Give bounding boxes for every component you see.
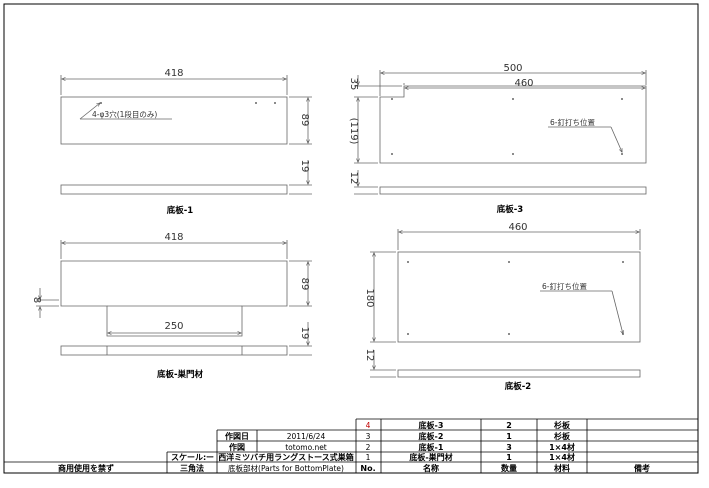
view-entrance-plate: [36, 240, 312, 356]
hole-mark: [508, 261, 510, 263]
projection-method: 三角法: [180, 463, 204, 473]
part-material: 1×4材: [549, 452, 575, 462]
hole-mark: [508, 333, 510, 335]
dim-entrance-width: 418: [164, 232, 183, 243]
part-qty: 1: [506, 432, 512, 441]
author-label: 作図: [229, 442, 245, 452]
dim-plate-2-width: 460: [508, 222, 527, 233]
part-material: 杉板: [554, 420, 571, 430]
dim-entrance-height: 89: [299, 278, 310, 291]
dim-plate-1-width: 418: [164, 68, 183, 79]
plate-1-holes: [100, 102, 276, 104]
hole-mark: [512, 153, 514, 155]
part-material: 1×4材: [549, 442, 575, 452]
header-remarks: 備考: [634, 463, 650, 473]
scale-label: スケール:: [171, 453, 206, 462]
part-qty: 2: [506, 421, 512, 430]
view-bottom-plate-1: [60, 75, 312, 195]
part-no: 4: [366, 421, 371, 430]
plate-3-holes: [391, 98, 623, 155]
hole-mark: [622, 333, 624, 335]
hole-mark: [407, 333, 409, 335]
plate-1-top-view: [60, 96, 288, 145]
hole-mark: [407, 261, 409, 263]
dim-plate-2-thickness: 12: [364, 349, 375, 362]
part-name: 底板-2: [418, 431, 444, 441]
plate-3-side-view: [379, 186, 647, 195]
dim-entrance-tab-width: 250: [164, 321, 183, 332]
view-bottom-plate-3: [354, 70, 647, 195]
part-name: 底板-巣門材: [408, 452, 452, 462]
dim-plate-3-notch: 35: [348, 78, 359, 91]
plate-3-title: 底板-3: [497, 204, 524, 215]
hole-mark: [391, 98, 393, 100]
plate-1-title: 底板-1: [167, 205, 194, 216]
date-value: 2011/6/24: [287, 432, 326, 441]
plate-3-top-view: [379, 85, 647, 164]
part-no: 1: [366, 453, 371, 462]
plate-1-hole-note: 4-φ3穴(1段目のみ): [92, 109, 157, 119]
hole-mark: [621, 153, 623, 155]
part-no: 2: [366, 443, 371, 452]
dim-plate-1-height: 89: [299, 114, 310, 127]
header-qty: 数量: [501, 463, 517, 473]
plate-1-side-view: [60, 184, 288, 195]
entrance-plate-title: 底板-巣門材: [157, 369, 204, 380]
parts-table-header: No. 名称 数量 材料 備考: [360, 463, 650, 473]
part-qty: 1: [506, 453, 512, 462]
part-no: 3: [366, 432, 371, 441]
hole-leader-line: [79, 103, 100, 120]
header-no: No.: [360, 464, 375, 473]
view-bottom-plate-2: [370, 229, 641, 378]
commercial-use-notice: 商用使用を禁ず: [58, 463, 114, 473]
dim-plate-3-inner-width: 460: [514, 78, 533, 89]
drawing-info: 作図日 2011/6/24 作図 totomo.net スケール: ー 三角法 …: [58, 431, 354, 473]
plate-2-title: 底板-2: [505, 381, 532, 392]
part-qty: 3: [506, 443, 512, 452]
dim-plate-2-height: 180: [364, 288, 375, 307]
date-label: 作図日: [225, 431, 249, 441]
dim-entrance-step: 8: [31, 297, 42, 303]
drawing-title: 底板部材(Parts for BottomPlate): [228, 463, 344, 473]
dim-entrance-thickness: 19: [299, 327, 310, 340]
hole-mark: [621, 98, 623, 100]
dim-plate-3-height: (119): [348, 118, 359, 145]
scale-value: ー: [206, 453, 214, 462]
header-name: 名称: [423, 463, 439, 473]
author-value: totomo.net: [285, 443, 327, 452]
plate-2-hole-note: 6-釘打ち位置: [542, 281, 587, 291]
dim-plate-3-thickness: 12: [348, 172, 359, 185]
plate-2-top-view: [397, 251, 641, 343]
entrance-plate-side-view: [60, 345, 288, 356]
dim-plate-3-total-width: 500: [503, 63, 522, 74]
part-name: 底板-3: [418, 420, 444, 430]
entrance-plate-top-view: [60, 260, 288, 337]
parts-table: 4 底板-3 2 杉板 3 底板-2 1 杉板 2 底板-1 3 1×4材 1 …: [366, 420, 575, 462]
plate-2-holes: [407, 261, 624, 335]
part-name: 底板-1: [418, 442, 444, 452]
hole-mark: [255, 102, 257, 104]
hole-mark: [100, 102, 102, 104]
header-material: 材料: [554, 463, 570, 473]
plate-2-side-view: [397, 369, 641, 378]
hole-mark: [391, 153, 393, 155]
plate-3-hole-note: 6-釘打ち位置: [550, 117, 595, 127]
project-title: 西洋ミツバチ用ラングストース式巣箱: [218, 452, 354, 462]
hole-mark: [274, 102, 276, 104]
drawing-frame: [3, 3, 699, 474]
title-block-lines: [4, 418, 698, 473]
hole-mark: [622, 261, 624, 263]
part-material: 杉板: [554, 431, 571, 441]
dim-plate-1-thickness: 19: [299, 160, 310, 173]
hole-mark: [512, 98, 514, 100]
